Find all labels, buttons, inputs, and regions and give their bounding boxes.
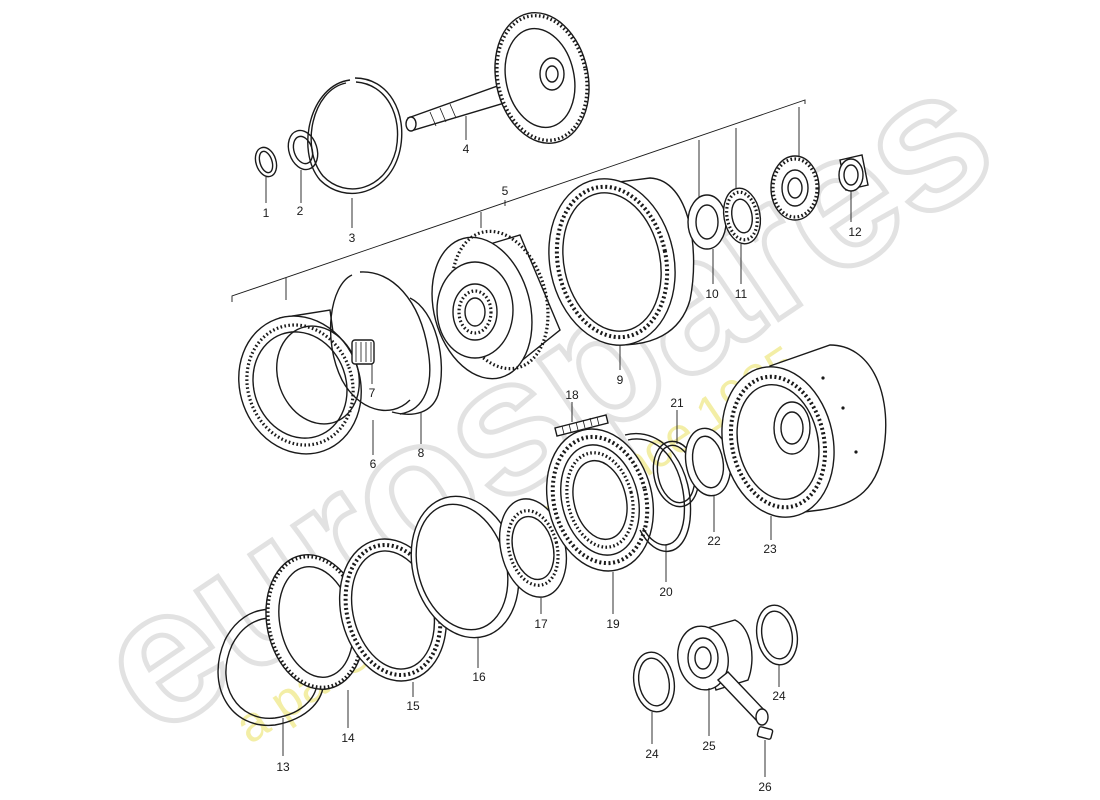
part-23-clutch-drum [721, 344, 887, 518]
part-26-pin [756, 726, 774, 740]
assembly-bracket [231, 99, 806, 302]
part-9-ring-gear-drum [548, 177, 695, 346]
callout-3: 3 [349, 231, 356, 245]
callout-24-left: 24 [645, 747, 659, 761]
callout-14: 14 [341, 731, 355, 745]
callout-10: 10 [705, 287, 719, 301]
part-7-needle-bearing [351, 339, 375, 365]
callout-4: 4 [463, 142, 470, 156]
callout-15: 15 [406, 699, 420, 713]
callout-9: 9 [617, 373, 624, 387]
callout-11: 11 [735, 287, 748, 301]
part-1-ring [254, 146, 278, 178]
callout-1: 1 [263, 206, 270, 220]
callout-6: 6 [370, 457, 377, 471]
callout-20: 20 [659, 585, 673, 599]
part-24-ring-left [632, 651, 676, 713]
callout-21: 21 [670, 396, 684, 410]
callout-16: 16 [472, 670, 486, 684]
part-25-release-lever [677, 619, 769, 726]
part-planet-carrier [431, 229, 561, 380]
callout-labels: 1 2 3 4 5 6 7 8 9 10 11 12 13 14 15 16 1… [263, 142, 862, 794]
callout-25: 25 [702, 739, 716, 753]
leader-lines [265, 116, 852, 777]
callout-13: 13 [276, 760, 290, 774]
callout-26: 26 [758, 780, 772, 794]
callout-23: 23 [763, 542, 777, 556]
part-17-hub [498, 498, 568, 598]
part-24-ring-right [755, 604, 799, 666]
part-20-snap-ring [624, 432, 692, 553]
part-8-snap-rings [329, 271, 442, 415]
part-sun-gear [770, 155, 820, 221]
part-6-ring-gear [238, 309, 362, 455]
callout-22: 22 [707, 534, 721, 548]
part-18-spring [554, 414, 609, 437]
part-11-thrust-bearing [722, 187, 762, 245]
callout-8: 8 [418, 446, 425, 460]
callout-18: 18 [565, 388, 579, 402]
part-3-snap-ring [307, 77, 403, 195]
part-12-needle-bearing [838, 154, 869, 192]
callout-5: 5 [502, 184, 509, 198]
part-4-shaft-gear [405, 12, 590, 144]
callout-17: 17 [534, 617, 548, 631]
callout-19: 19 [606, 617, 620, 631]
callout-12: 12 [848, 225, 862, 239]
callout-7: 7 [369, 386, 376, 400]
callout-2: 2 [297, 204, 304, 218]
part-10-washer [687, 194, 727, 250]
callout-24-right: 24 [772, 689, 786, 703]
part-19-sprag-clutch [545, 428, 655, 572]
